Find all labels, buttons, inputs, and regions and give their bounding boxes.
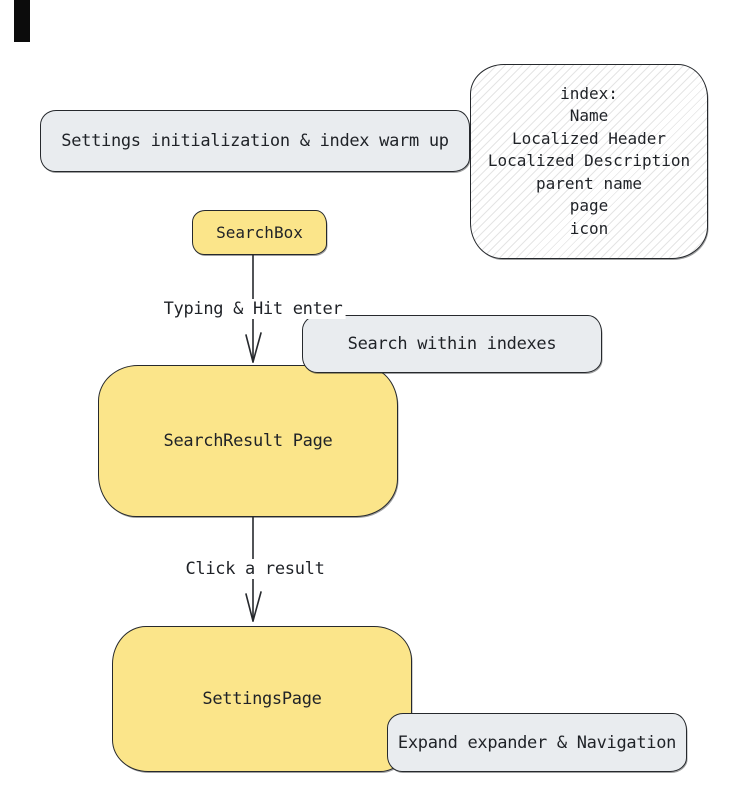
index-note-line: Localized Header [511,128,667,148]
node-searchbox-label: SearchBox [216,223,303,242]
index-note-line: page [569,196,609,216]
node-index-note: index: Name Localized Header Localized D… [470,64,708,259]
index-note-line: Localized Description [487,151,691,171]
node-search-within-indexes: Search within indexes [302,315,602,373]
node-search-within-indexes-label: Search within indexes [347,334,557,354]
node-expand-navigation-label: Expand expander & Navigation [397,732,677,753]
node-settings-page: SettingsPage [112,626,412,772]
index-note-line: icon [569,218,609,238]
node-expand-navigation: Expand expander & Navigation [387,713,687,772]
black-marker-bar [14,0,30,42]
node-search-result-page: SearchResult Page [98,365,398,517]
edge-label-typing: Typing & Hit enter [160,299,346,319]
node-searchbox: SearchBox [192,210,327,255]
index-note-line: Name [569,106,609,126]
node-settings-initialization: Settings initialization & index warm up [40,110,470,172]
node-search-result-page-label: SearchResult Page [163,431,333,451]
index-note-line: parent name [536,173,642,193]
edge-label-click-result: Click a result [182,559,328,579]
index-note-line: index: [560,83,618,103]
node-settings-page-label: SettingsPage [202,689,322,709]
node-settings-initialization-label: Settings initialization & index warm up [61,131,449,151]
